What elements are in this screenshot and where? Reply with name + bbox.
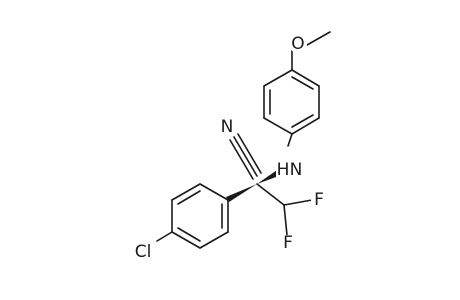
atom-fluorine-2: F <box>280 233 296 253</box>
atom-nitrile-nitrogen: N <box>218 117 236 137</box>
fluorine-2-label: F <box>283 233 293 253</box>
bond-chf2-f1 <box>283 199 313 206</box>
oxygen-label: O <box>291 34 304 54</box>
atom-oxygen: O <box>289 34 307 54</box>
chlorophenyl-ring <box>171 183 229 249</box>
chlorine-label: Cl <box>135 242 152 262</box>
amine-n-label: N <box>290 160 303 180</box>
atom-fluorine-1: F <box>311 190 327 210</box>
bond-ring-chlorine <box>156 231 173 242</box>
stereo-wedge-aryl <box>226 184 257 202</box>
atom-amine: H N <box>276 160 302 180</box>
bond-quaternary-chf2 <box>256 183 285 206</box>
bond-methyl-oxygen <box>306 31 331 46</box>
amine-h-label: H <box>277 160 290 180</box>
fluorine-1-label: F <box>314 190 324 210</box>
bond-ring-amine <box>287 133 293 147</box>
nitrile-nitrogen-label: N <box>221 117 234 137</box>
atom-chlorine: Cl <box>131 242 155 262</box>
bond-chf2-f2 <box>283 204 288 236</box>
methoxyphenyl-ring <box>263 69 320 135</box>
nitrile-triple-bond <box>229 133 262 180</box>
